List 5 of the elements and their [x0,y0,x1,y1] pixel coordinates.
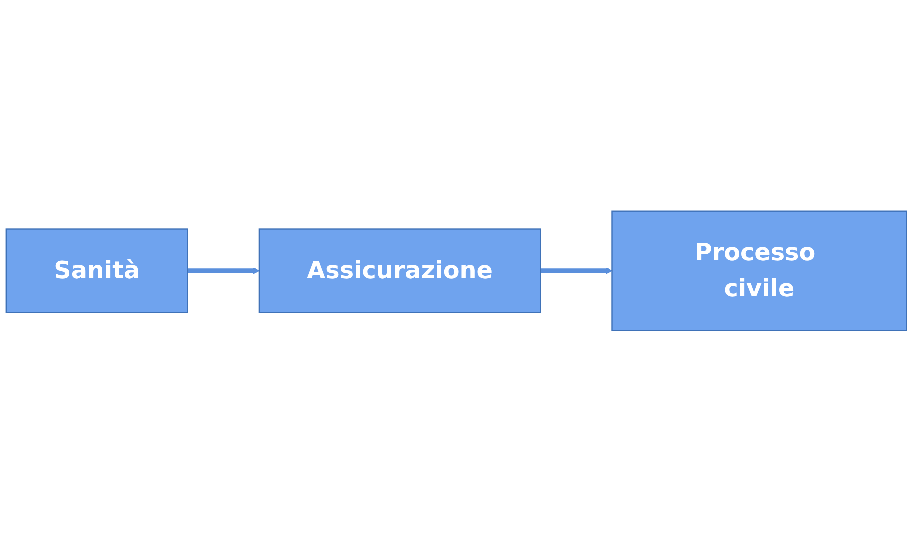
node-box: Processo civile [612,211,908,332]
arrow [540,268,613,275]
node-box: Assicurazione [258,229,542,314]
node-box: Sanità [6,229,188,314]
arrow [188,268,260,275]
